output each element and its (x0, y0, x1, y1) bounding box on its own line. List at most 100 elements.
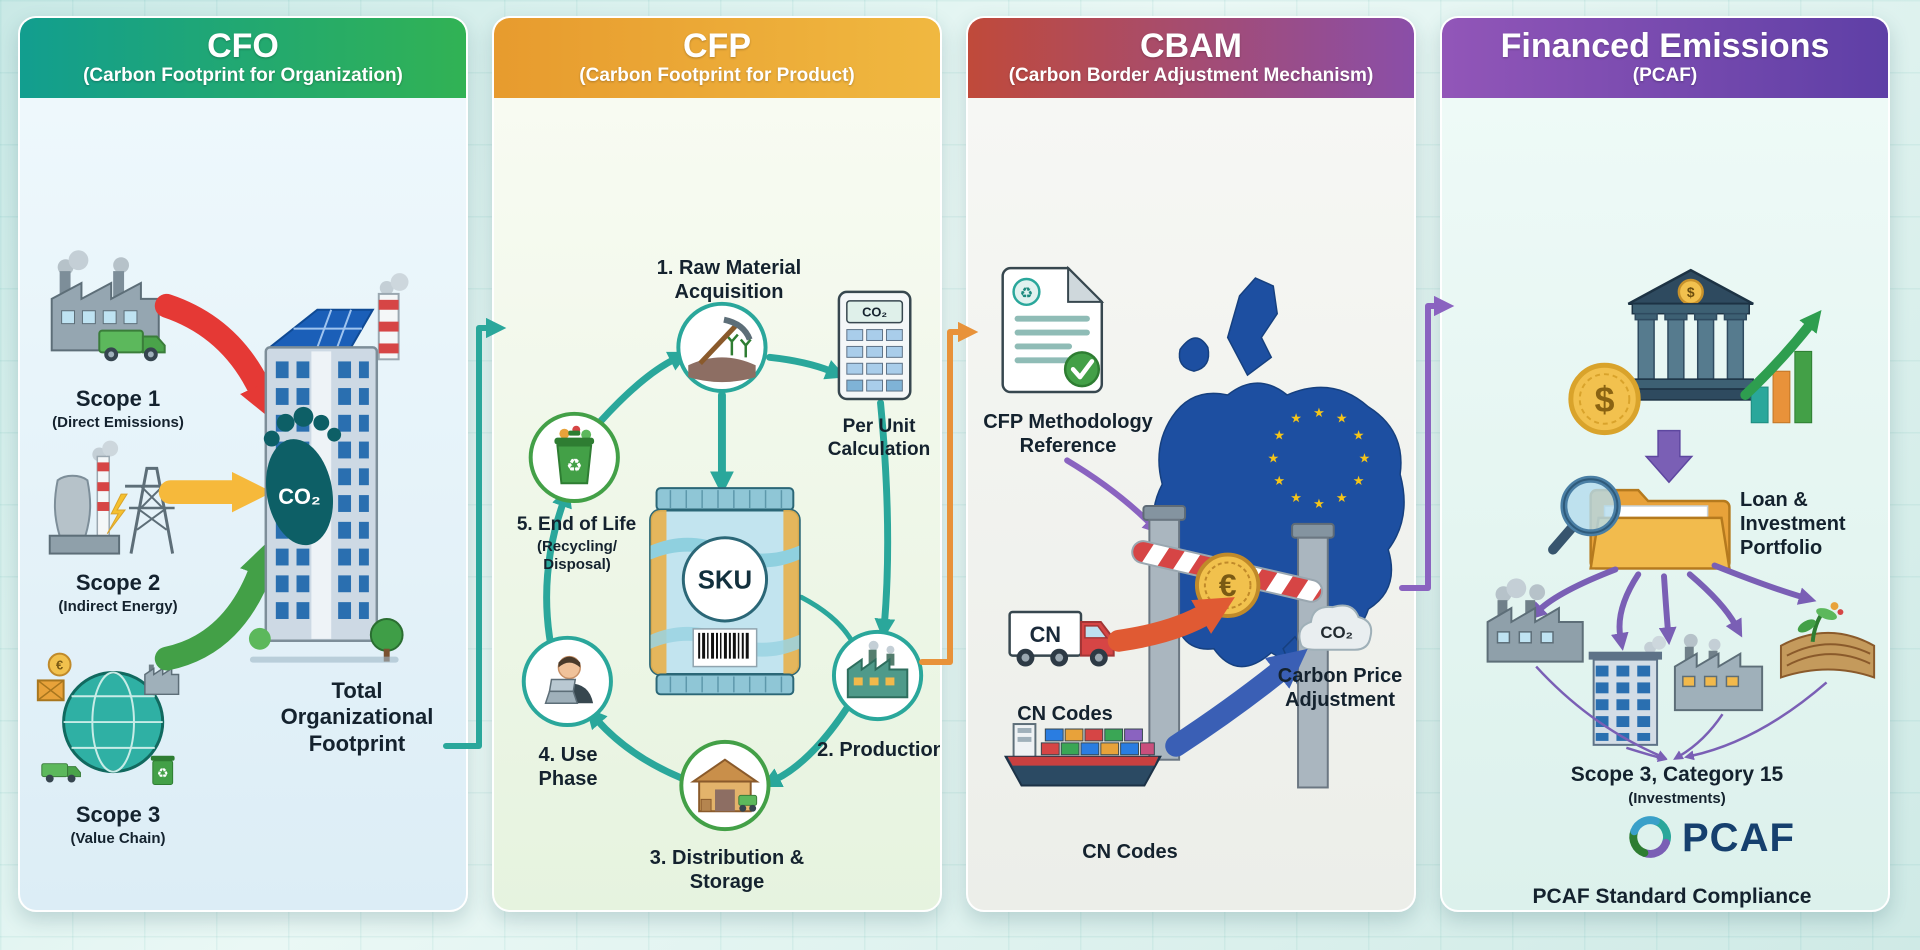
financed-illustration: $ $ (1486, 268, 1876, 858)
scope3-globe-icon: € ♻ (36, 652, 180, 785)
scope2-sublabel: (Indirect Energy) (58, 598, 178, 615)
calc-screen-text: CO₂ (862, 305, 887, 320)
ship-to-gate-arrow (1165, 648, 1308, 757)
stage1-label: 1. Raw Material Acquisition (656, 257, 802, 303)
lightning-icon (106, 493, 128, 535)
scope1-truck-icon (98, 329, 166, 362)
coin-dollar-glyph: $ (1595, 380, 1615, 420)
sector-agriculture-icon (1779, 602, 1876, 679)
cfo-body: € ♻ (20, 98, 466, 910)
per-unit-label: Per Unit Calculation (827, 416, 931, 460)
methodology-doc-icon: ♻ (1001, 265, 1105, 394)
cn-codes-truck-label: CN Codes (1017, 703, 1113, 725)
scope3-sublabel: (Value Chain) (70, 830, 166, 847)
dollar-coin-icon: $ (1568, 362, 1641, 436)
footprint-co2-text: CO₂ (278, 484, 320, 509)
sku-text: SKU (698, 566, 752, 594)
sector-converge-lines (1535, 665, 1828, 763)
cfp-title: CFP (683, 27, 751, 66)
cbam-subtitle: (Carbon Border Adjustment Mechanism) (1008, 64, 1374, 86)
use-phase-icon (544, 655, 594, 704)
stage5-label: 5. End of Life (516, 514, 637, 535)
cn-box-text: CN (1030, 622, 1061, 647)
stage2-label: 2. Production (817, 739, 942, 761)
scope2-label: Scope 2 (75, 570, 161, 595)
crate-icon (36, 679, 65, 702)
sku-package-icon: SKU (649, 487, 801, 696)
co2-cloud-icon: CO₂ (1298, 604, 1373, 651)
panel-financed-emissions: Financed Emissions (PCAF) $ (1440, 16, 1890, 912)
svg-text:★: ★ (1313, 496, 1325, 511)
svg-text:★: ★ (1353, 428, 1365, 443)
scope3-label: Scope 3 (75, 802, 161, 827)
recycle-glyph: ♻ (157, 766, 169, 781)
pcaf-logo-icon (1629, 816, 1671, 858)
scope3-cat15-label: Scope 3, Category 15 (1570, 763, 1784, 786)
panel-cbam: CBAM (Carbon Border Adjustment Mechanism… (966, 16, 1416, 912)
cfp-illustration: CO₂ ♻ (521, 290, 924, 832)
methodology-to-gate-arrow (1064, 457, 1161, 534)
bank-icon: $ (1619, 268, 1762, 401)
svg-text:★: ★ (1359, 450, 1371, 465)
sector-factory-icon (1673, 633, 1764, 712)
raw-to-calc-arrow (766, 353, 847, 380)
svg-text:★: ★ (1353, 473, 1365, 488)
cloud-co2-text: CO₂ (1320, 623, 1353, 642)
distribution-icon (690, 758, 760, 813)
scope1-factory-icon (50, 250, 166, 362)
carbon-price-label: Carbon Price Adjustment (1277, 665, 1403, 711)
barcode-icon (692, 628, 758, 668)
recycle-glyph: ♻ (1020, 286, 1033, 302)
svg-text:★: ★ (1267, 450, 1279, 465)
cfo-title: CFO (207, 27, 279, 66)
cn-truck-icon: CN (1008, 610, 1115, 667)
production-to-distribution-arrow (760, 704, 851, 787)
methodology-label: CFP Methodology Reference (983, 411, 1153, 457)
stage5-sublabel: (Recycling/ Disposal) (536, 538, 618, 573)
cargo-ship-icon (1003, 723, 1162, 787)
svg-text:★: ★ (1336, 490, 1348, 505)
check-badge-icon (1063, 351, 1101, 388)
lifecycle-arrows (543, 351, 896, 787)
svg-text:★: ★ (1290, 490, 1302, 505)
sku-to-production-arrow (798, 594, 859, 654)
org-building-icon: CO₂ (248, 273, 409, 663)
financed-body: $ $ (1442, 98, 1888, 910)
financed-header: Financed Emissions (PCAF) (1442, 18, 1888, 98)
cfp-subtitle: (Carbon Footprint for Product) (579, 64, 855, 86)
svg-text:★: ★ (1313, 405, 1325, 420)
cfo-header: CFO (Carbon Footprint for Organization) (20, 18, 466, 98)
cn-codes-ship-label: CN Codes (1082, 841, 1178, 863)
calculator-icon: CO₂ (837, 290, 912, 401)
stage3-label: 3. Distribution & Storage (649, 847, 805, 893)
portfolio-label: Loan & Investment Portfolio (1740, 489, 1846, 559)
scope1-label: Scope 1 (75, 386, 161, 411)
scope3-cat15-sublabel: (Investments) (1628, 790, 1726, 807)
sector-building-icon (1588, 635, 1666, 746)
cbam-header: CBAM (Carbon Border Adjustment Mechanism… (968, 18, 1414, 98)
cfo-illustration: € ♻ (36, 250, 409, 785)
mini-truck-icon (41, 763, 81, 783)
total-footprint-label: Total Organizational Footprint (280, 678, 434, 756)
bush-icon (248, 627, 271, 650)
financed-title: Financed Emissions (1500, 27, 1830, 66)
bank-to-portfolio-arrow (1644, 429, 1694, 484)
financed-subtitle: (PCAF) (1632, 64, 1698, 86)
sector-factory-smoke-icon (1486, 578, 1584, 663)
svg-text:★: ★ (1290, 411, 1302, 426)
cfp-body: CO₂ ♻ (494, 98, 942, 910)
tree-icon (369, 617, 404, 652)
mini-recycle-bin-icon: ♻ (150, 755, 175, 785)
scope1-arrow (154, 293, 277, 423)
truck-to-gate-arrow (1107, 597, 1235, 652)
euro-glyph: € (1219, 567, 1237, 603)
svg-text:★: ★ (1273, 428, 1285, 443)
scope2-energy-icon (48, 440, 179, 555)
calc-to-production-arrow (874, 399, 896, 640)
use-to-endoflife-arrow (543, 486, 572, 653)
growth-chart-icon (1740, 309, 1822, 424)
eu-stars-icon: ★★ ★★ ★★ ★★ ★★ ★★ (1267, 405, 1370, 511)
magnifier-icon (1548, 475, 1621, 555)
scope1-sublabel: (Direct Emissions) (52, 414, 184, 431)
